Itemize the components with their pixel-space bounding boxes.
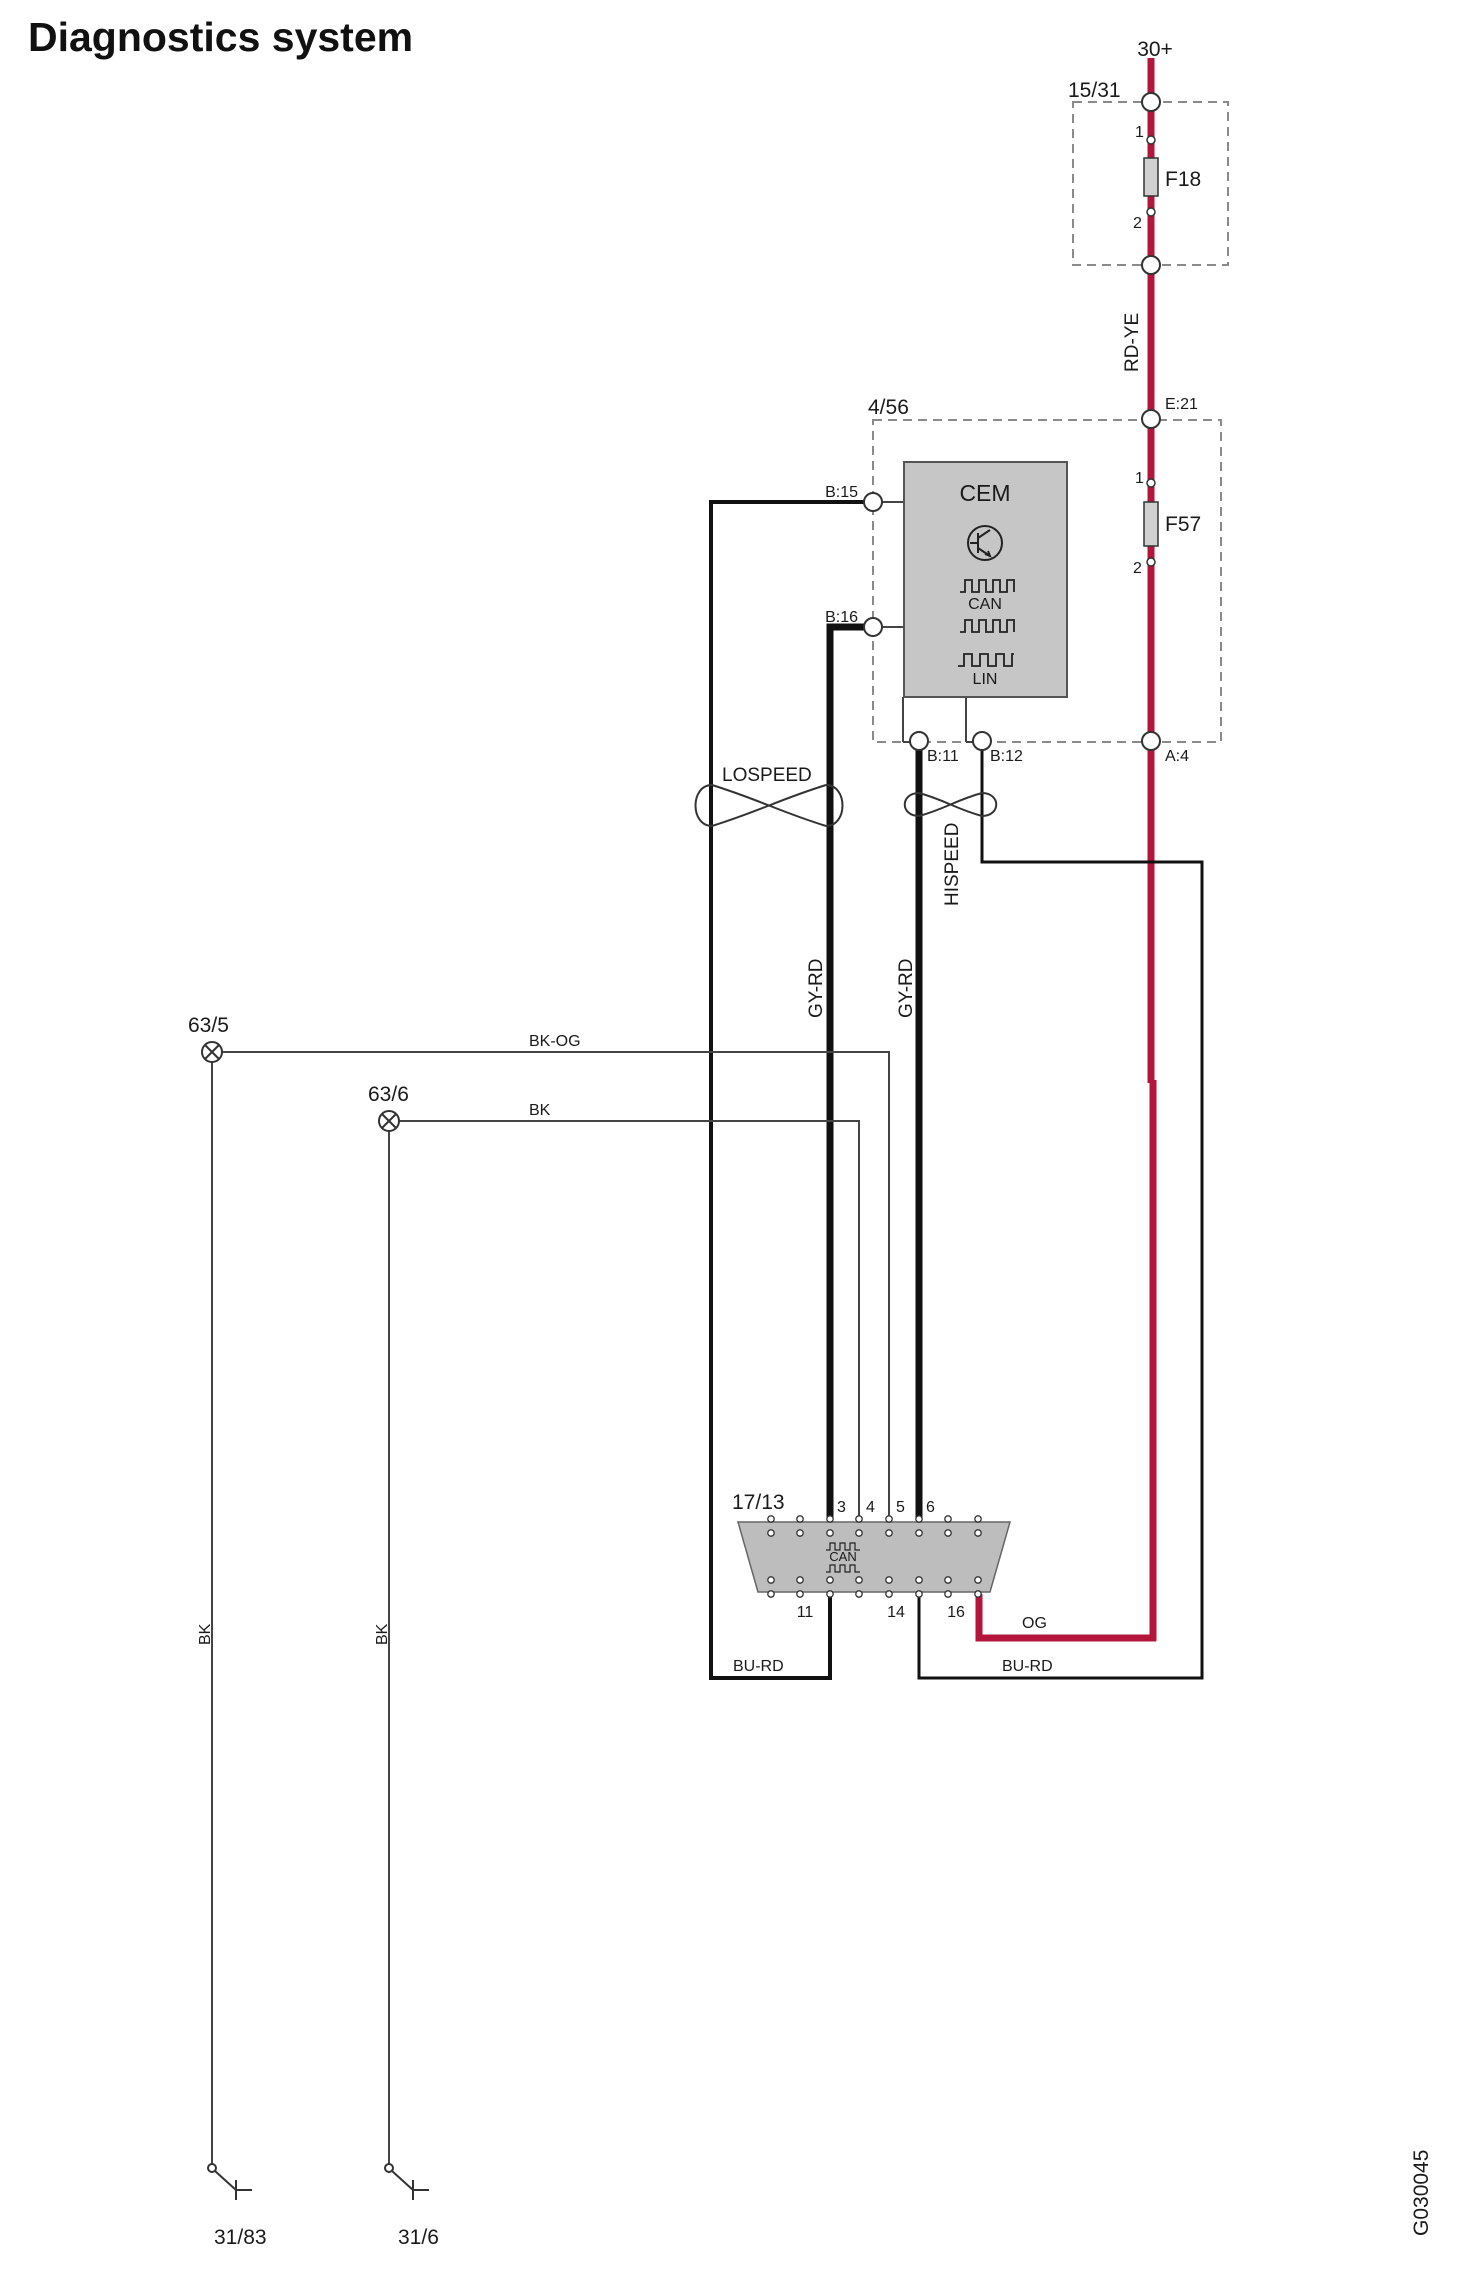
lin-signal-icon <box>958 653 1014 667</box>
bk-wire-label-left: BK <box>197 1623 214 1645</box>
connector-pin-4: 4 <box>866 1499 875 1516</box>
connector-can-icon <box>826 1542 860 1573</box>
connector-pin-11: 11 <box>797 1604 814 1621</box>
connector-pin-row-top <box>767 1515 982 1537</box>
connector-label: 17/13 <box>732 1491 785 1514</box>
pin-a4-label: A:4 <box>1165 748 1189 765</box>
black-wires <box>709 500 1204 1680</box>
connection-points <box>863 92 1161 751</box>
f57-pin2-label: 2 <box>1133 560 1142 577</box>
power-feed-wire <box>975 58 1157 1642</box>
f57-pin1-label: 1 <box>1135 470 1144 487</box>
diagnostic-connector-17-13: CAN <box>737 1515 1011 1598</box>
hispeed-label: HISPEED <box>942 823 963 906</box>
ground-symbol-31-6 <box>384 2163 429 2200</box>
ground-31-83-label: 31/83 <box>214 2226 267 2249</box>
cem-lin-label: LIN <box>973 671 998 688</box>
gy-rd-label-right: GY-RD <box>896 959 917 1018</box>
ground-node-63-6 <box>378 1110 400 1132</box>
pin-e21-label: E:21 <box>1165 396 1198 413</box>
lospeed-label: LOSPEED <box>722 765 812 786</box>
ground-node-63-5 <box>201 1041 223 1063</box>
ground-symbol-31-83 <box>207 2163 252 2200</box>
cem-box-label: 4/56 <box>868 396 909 419</box>
connector-pin-6: 6 <box>926 1499 935 1516</box>
cem-module: CEM CAN LIN <box>903 461 1068 698</box>
can-signal-icon <box>960 579 1015 633</box>
cem-can-label: CAN <box>968 596 1002 613</box>
thin-wires <box>211 501 982 2173</box>
fuse-f57 <box>1143 478 1159 567</box>
connector-pin-16: 16 <box>947 1604 965 1621</box>
f18-pin1-label: 1 <box>1135 124 1144 141</box>
ground-63-5-label: 63/5 <box>188 1014 229 1037</box>
connector-can-label: CAN <box>829 1549 856 1564</box>
cem-box-4-56 <box>872 419 1222 743</box>
bk-og-wire-label: BK-OG <box>529 1033 581 1050</box>
ground-31-6-label: 31/6 <box>398 2226 439 2249</box>
connector-pin-14: 14 <box>887 1604 905 1621</box>
hispeed-twist-symbol <box>903 792 998 817</box>
connector-pin-5: 5 <box>896 1499 905 1516</box>
supply-label: 30+ <box>1137 38 1173 61</box>
rd-ye-wire-label: RD-YE <box>1122 313 1143 372</box>
pin-b15-label: B:15 <box>825 484 858 501</box>
og-wire-label: OG <box>1022 1615 1047 1632</box>
connector-pin-3: 3 <box>837 1499 846 1516</box>
f18-pin2-label: 2 <box>1133 215 1142 232</box>
cem-label: CEM <box>959 480 1010 506</box>
pin-b11-label: B:11 <box>927 748 959 765</box>
f57-label: F57 <box>1165 513 1201 536</box>
bk-wire-label: BK <box>529 1102 551 1119</box>
lospeed-twist-symbol <box>694 784 844 827</box>
ground-63-6-label: 63/6 <box>368 1083 409 1106</box>
transistor-icon <box>967 525 1003 561</box>
bu-rd-label-right: BU-RD <box>1002 1658 1053 1675</box>
figure-code: G030045 <box>1410 2150 1433 2236</box>
fuse-f18 <box>1143 120 1159 220</box>
gy-rd-label-left: GY-RD <box>806 959 827 1018</box>
bk-wire-label-right: BK <box>374 1623 391 1645</box>
pin-b12-label: B:12 <box>990 748 1023 765</box>
pin-b16-label: B:16 <box>825 609 858 626</box>
page-title: Diagnostics system <box>28 14 414 60</box>
fuse-box-label: 15/31 <box>1068 79 1121 102</box>
connector-pin-row-bottom <box>767 1576 982 1598</box>
f18-label: F18 <box>1165 168 1201 191</box>
bu-rd-label-left: BU-RD <box>733 1658 784 1675</box>
